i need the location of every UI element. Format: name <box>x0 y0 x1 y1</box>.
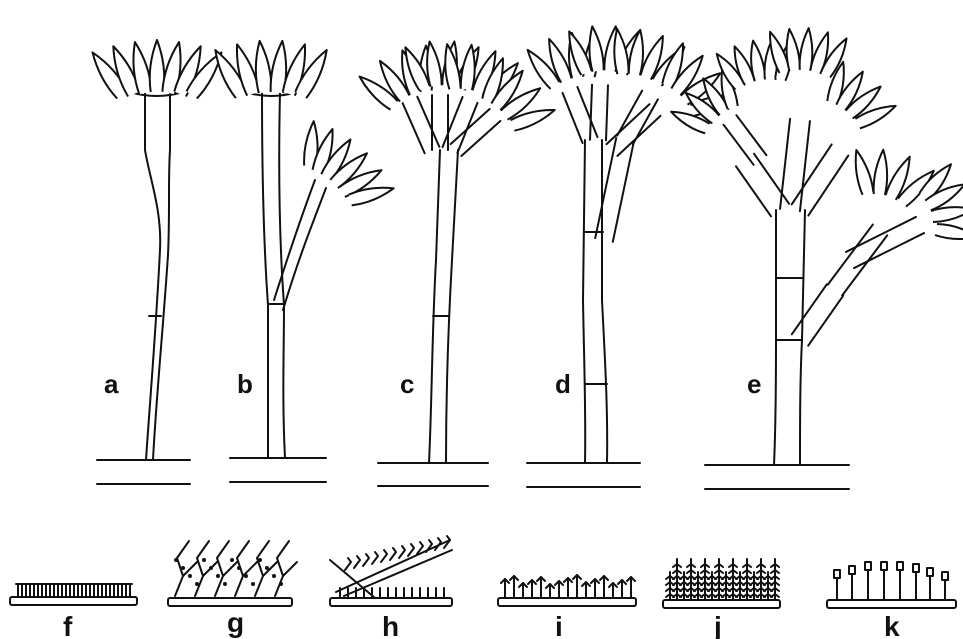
stipe-right <box>800 210 805 465</box>
sporehead <box>865 562 871 570</box>
label-d: d <box>555 369 571 399</box>
conidium <box>181 566 185 570</box>
conidium <box>265 566 269 570</box>
stipe-left <box>429 150 440 463</box>
branchlet <box>435 538 441 550</box>
conidium <box>216 574 220 578</box>
conidiophore-e <box>671 28 963 489</box>
conidium <box>230 558 234 562</box>
branchlet <box>372 552 378 564</box>
phialide <box>874 150 888 195</box>
conidium <box>188 574 192 578</box>
sporehead <box>927 568 933 576</box>
label-h: h <box>382 611 399 639</box>
colony-pattern-j <box>663 559 780 608</box>
label-c: c <box>400 369 414 399</box>
metula <box>403 97 440 153</box>
branchlet <box>363 554 369 566</box>
conidium <box>223 582 227 586</box>
label-b: b <box>237 369 253 399</box>
conidiophore-b <box>215 41 393 482</box>
plate <box>663 600 780 608</box>
stipe-left <box>583 140 585 463</box>
colony-pattern-i <box>498 575 636 606</box>
phialide <box>614 29 628 74</box>
colony-pattern-k <box>827 562 956 608</box>
conidium <box>202 558 206 562</box>
branchlet <box>399 546 405 558</box>
phialide <box>935 224 963 239</box>
phialide <box>461 45 475 90</box>
metula <box>724 115 767 165</box>
phialide <box>800 28 813 70</box>
label-j: j <box>713 611 722 639</box>
phialide <box>629 30 643 75</box>
colony-pattern-f <box>10 584 137 605</box>
stipe-left <box>262 92 268 458</box>
conidiophore-a <box>93 40 222 484</box>
metula <box>590 85 608 141</box>
branch <box>595 138 634 242</box>
conidium <box>174 558 178 562</box>
plate <box>10 597 137 605</box>
sporehead <box>834 570 840 578</box>
conidium <box>195 582 199 586</box>
conidium <box>237 566 241 570</box>
phialide <box>856 150 874 195</box>
metula <box>846 217 924 268</box>
conidium <box>258 558 262 562</box>
branchlet <box>354 556 360 568</box>
branch <box>792 284 843 345</box>
conidium <box>244 574 248 578</box>
stipe-left <box>145 92 160 460</box>
plate <box>498 598 636 606</box>
sporehead <box>849 566 855 574</box>
label-f: f <box>63 611 73 639</box>
label-i: i <box>555 611 563 639</box>
conidium <box>209 566 213 570</box>
sporehead <box>913 564 919 572</box>
phialide <box>931 207 963 222</box>
conidium <box>279 582 283 586</box>
hyphal-branch <box>195 541 217 596</box>
sporehead <box>942 572 948 580</box>
conidium <box>272 574 276 578</box>
colony-pattern-h <box>330 536 452 606</box>
colony-pattern-g <box>168 541 297 606</box>
phialide <box>787 29 800 71</box>
conidiophore-d <box>527 26 735 487</box>
branchlet <box>390 548 396 560</box>
sporehead <box>897 562 903 570</box>
plate <box>330 598 452 606</box>
label-g: g <box>227 607 244 638</box>
stipe-right <box>446 150 458 463</box>
stipe-left <box>774 210 776 465</box>
branchlet <box>345 558 351 570</box>
branchlet <box>381 550 387 562</box>
label-e: e <box>747 369 761 399</box>
phialide <box>133 42 151 94</box>
hyphal-branch <box>275 541 297 596</box>
phialide <box>256 41 272 93</box>
branchlet <box>408 544 414 556</box>
phialide <box>589 26 603 71</box>
stipe-right <box>153 92 170 460</box>
plate <box>827 600 956 608</box>
phialide <box>751 41 765 81</box>
plate <box>168 598 292 606</box>
conidiophore-c <box>360 41 555 486</box>
phialide <box>150 40 165 92</box>
label-a: a <box>104 369 119 399</box>
label-k: k <box>884 611 900 639</box>
conidium <box>251 582 255 586</box>
phialide <box>427 41 442 86</box>
sporehead <box>881 562 887 570</box>
hyphal-branch <box>215 541 237 596</box>
hyphal-branch <box>175 541 197 596</box>
